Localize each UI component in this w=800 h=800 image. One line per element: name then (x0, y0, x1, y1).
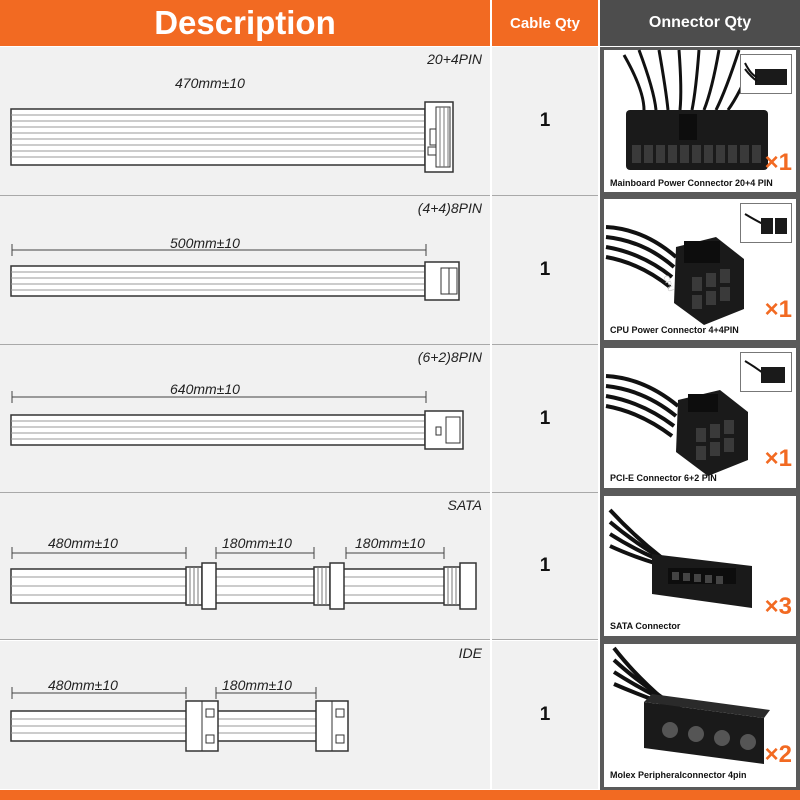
cable-type-label: 20+4PIN (427, 51, 482, 67)
thumbnail-connector-icon (744, 62, 787, 85)
thumbnail-connector-icon (744, 360, 785, 383)
connector-thumbnail (740, 203, 792, 243)
cable-20-4pin-drawing (10, 101, 454, 173)
connector-multiplier: ×3 (764, 593, 792, 620)
connector-name: SATA Connector (610, 621, 681, 631)
cable-length-label: 480mm±10 (48, 535, 118, 551)
cable-6-2-8pin-drawing (10, 391, 464, 450)
row-6-2-8pin-description: (6+2)8PIN 640mm±10 (0, 345, 490, 493)
connector-thumbnail (740, 54, 792, 94)
cable-sata-drawing (10, 547, 477, 610)
row-4-4-8pin-connector-cell: CPU ×1 CPU Power Connector 4+4PIN (600, 196, 800, 345)
molex-connector-icon (612, 646, 770, 764)
connector-multiplier: ×2 (764, 741, 792, 768)
cable-length-label: 470mm±10 (175, 75, 245, 91)
row-4-4-8pin-description: (4+4)8PIN 500mm±10 (0, 196, 490, 345)
row-20-4pin-connector-cell: ×1 Mainboard Power Connector 20+4 PIN (600, 47, 800, 197)
connector-multiplier: ×1 (764, 149, 792, 176)
connector-photo (604, 49, 796, 192)
row-ide-description: IDE 480mm±10 180mm±10 (0, 641, 490, 789)
row-sata-description: SATA 480mm±10 180mm±10 180mm±10 (0, 493, 490, 640)
row-6-2-8pin-cable-qty: 1 (492, 345, 598, 493)
connector-photo (604, 644, 796, 787)
cpu-8pin-connector-icon (605, 225, 744, 325)
connector-name: Mainboard Power Connector 20+4 PIN (610, 178, 773, 188)
cable-length-label: 180mm±10 (355, 535, 425, 551)
row-4-4-8pin-cable-qty: 1 (492, 196, 598, 345)
row-20-4pin-description: 20+4PIN 470mm±10 (0, 47, 490, 196)
cable-length-label: 180mm±10 (222, 535, 292, 551)
cable-length-label: 640mm±10 (170, 381, 240, 397)
description-header: Description (0, 0, 490, 46)
pcie-8pin-connector-icon (605, 374, 748, 476)
connector-qty-header: Onnector Qty (600, 0, 800, 46)
cable-qty-header: Cable Qty (492, 0, 598, 46)
connector-multiplier: ×1 (764, 296, 792, 323)
cable-length-label: 180mm±10 (222, 677, 292, 693)
connector-multiplier: ×1 (764, 445, 792, 472)
cable-4-4-8pin-drawing (10, 244, 460, 301)
connector-name: PCI-E Connector 6+2 PIN (610, 473, 717, 483)
cable-length-label: 500mm±10 (170, 235, 240, 251)
atx-24pin-connector-icon (622, 49, 768, 170)
cable-type-label: IDE (458, 645, 482, 661)
connector-name: CPU Power Connector 4+4PIN (610, 325, 739, 335)
cable-type-label: (4+4)8PIN (417, 200, 482, 216)
connector-photo (604, 348, 796, 488)
cable-length-label: 480mm±10 (48, 677, 118, 693)
row-6-2-8pin-connector-cell: ×1 PCI-E Connector 6+2 PIN (600, 345, 800, 493)
row-sata-connector-cell: ×3 SATA Connector (600, 493, 800, 641)
connector-photo: CPU (604, 199, 796, 340)
cable-ide-drawing (10, 687, 349, 752)
row-20-4pin-cable-qty: 1 (492, 47, 598, 196)
connector-photo (604, 496, 796, 636)
cable-type-label: (6+2)8PIN (417, 349, 482, 365)
connector-name: Molex Peripheralconnector 4pin (610, 770, 747, 780)
sata-connector-icon (608, 508, 752, 608)
row-ide-cable-qty: 1 (492, 641, 598, 789)
footer-bar (0, 790, 800, 800)
connector-thumbnail (740, 352, 792, 392)
description-header-label: Description (154, 4, 336, 41)
row-ide-connector-cell: ×2 Molex Peripheralconnector 4pin (600, 641, 800, 790)
cable-type-label: SATA (447, 497, 483, 513)
row-sata-cable-qty: 1 (492, 493, 598, 640)
thumbnail-connector-icon (744, 213, 787, 234)
